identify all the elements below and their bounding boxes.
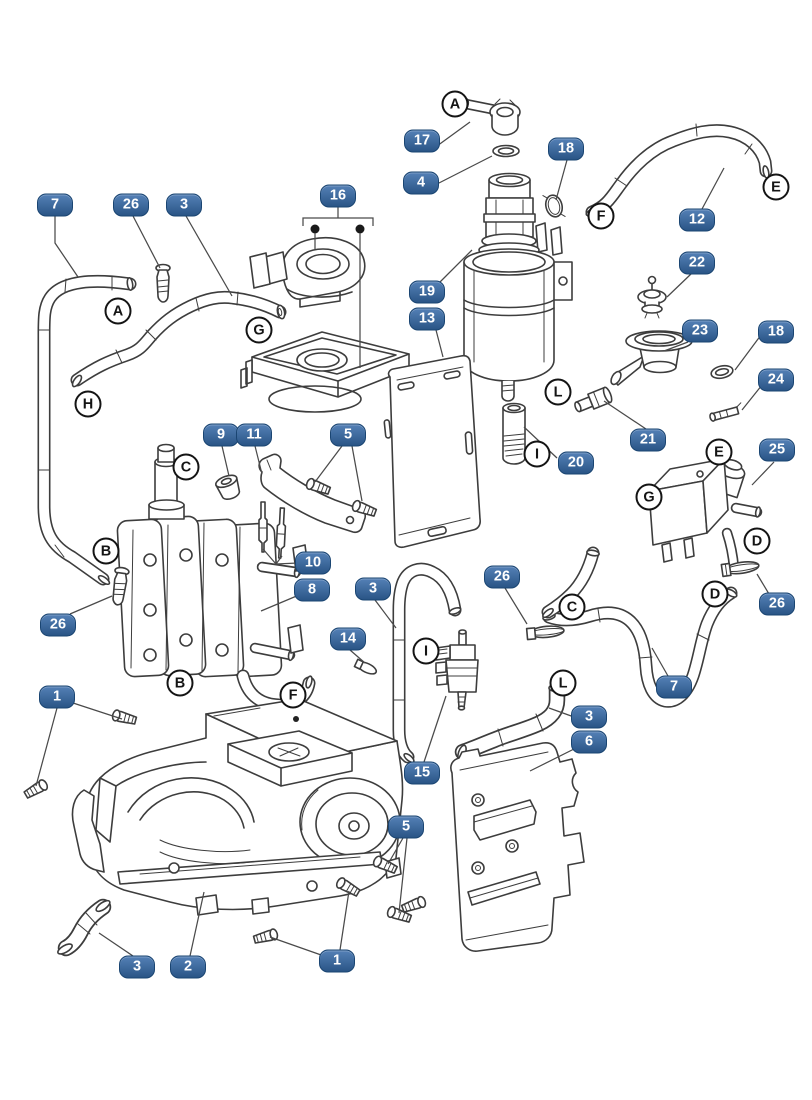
screw-part-26-top [155, 263, 171, 303]
fitting-part-21 [574, 386, 613, 413]
clamp-part-14 [353, 658, 378, 675]
sleeve-part-20 [502, 402, 526, 465]
mounting-bracket-part-6 [450, 742, 585, 952]
drain-part-23 [610, 330, 693, 386]
heat-exchanger-part-8 [116, 443, 316, 712]
heater-assembly-part-2 [71, 698, 404, 916]
valve-part-22 [637, 275, 667, 319]
hose-part-3-top [70, 290, 287, 388]
elbow-part-3-bottom [57, 898, 112, 957]
fuel-pump-part-15 [435, 629, 479, 711]
leader-lines [35, 121, 775, 957]
bracket-16-anchor-dots [310, 224, 365, 368]
bracket-part-11 [258, 453, 367, 534]
hose-to-connector-c [541, 546, 600, 619]
clamp-part-26-right [720, 560, 760, 578]
solenoid-valve-part-25 [648, 458, 763, 574]
pin-part-24 [709, 402, 742, 422]
washer-part-4 [492, 144, 520, 158]
blower-cover-part-16 [249, 236, 366, 308]
bracket-plate-part-13 [383, 354, 481, 549]
grommet-part-9 [215, 474, 241, 500]
clamp-part-26-middle [525, 625, 565, 641]
hose-part-7-lower [542, 586, 738, 708]
clamp-part-18-top [542, 194, 566, 218]
hose-part-7-left [37, 274, 137, 586]
banjo-fitting-part-17 [460, 98, 521, 136]
metering-pump-part-19 [463, 172, 573, 402]
hose-part-12 [585, 123, 773, 219]
hose-part-3-tall [392, 562, 462, 764]
ring-part-18-right [710, 364, 734, 380]
pump-tray-part-16 [240, 331, 410, 413]
